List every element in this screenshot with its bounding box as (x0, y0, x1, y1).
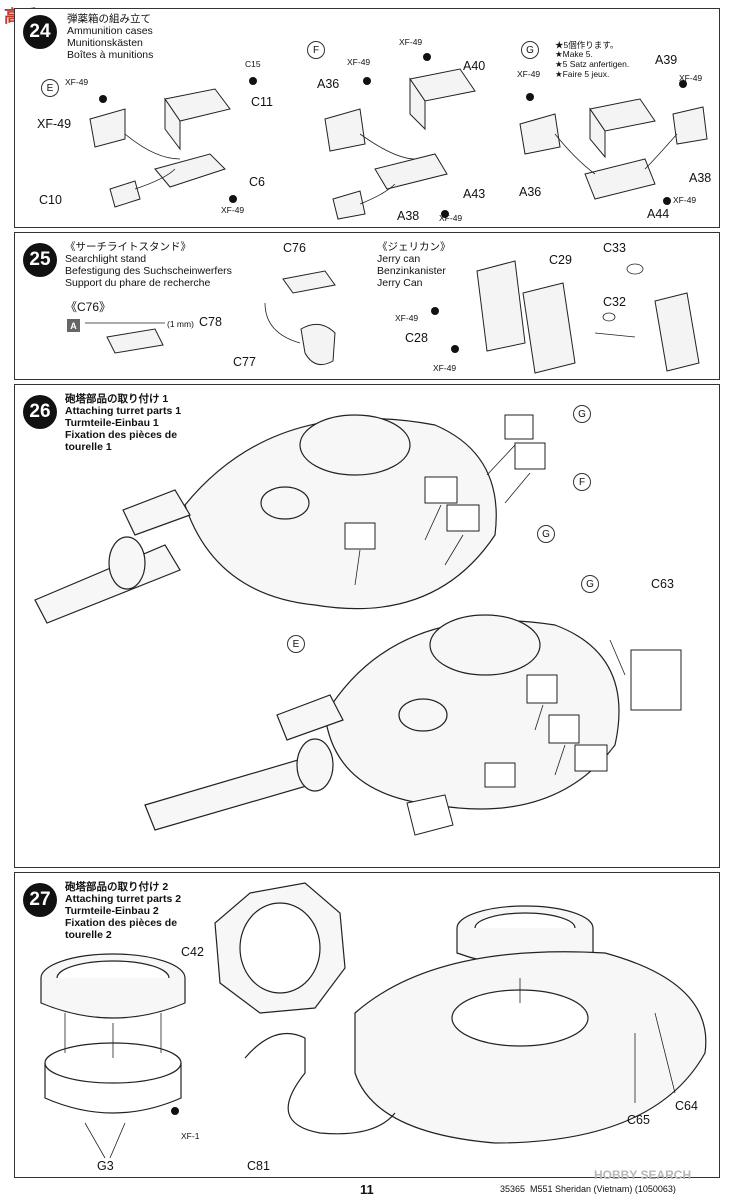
step-26-title-fr: Fixation des pièces de (65, 429, 178, 441)
part-label: C77 (233, 355, 256, 369)
paint-label: XF-49 (439, 213, 463, 223)
part-label: A39 (655, 53, 678, 67)
note-line: ★5 Satz anfertigen. (555, 59, 630, 69)
jerry-can-title-jp: 《ジェリカン》 (377, 241, 451, 253)
part-label: C10 (39, 193, 62, 207)
part-label: C32 (603, 295, 626, 309)
part-label: C65 (627, 1113, 650, 1127)
step-24-title-en: Ammunition cases (67, 25, 153, 37)
step-27-title-en: Attaching turret parts 2 (65, 893, 182, 905)
paint-label: XF-49 (673, 195, 697, 205)
part-label: C11 (251, 95, 274, 109)
step-26-title-fr-2: tourelle 1 (65, 441, 112, 453)
part-label: C81 (247, 1159, 270, 1173)
paint-label: XF-1 (181, 1131, 200, 1141)
part-label: A40 (463, 59, 486, 73)
step-26-title-jp: 砲塔部品の取り付け 1 (65, 393, 169, 405)
note-line: ★5個作ります。 (555, 40, 619, 50)
part-label: C6 (249, 175, 265, 189)
paint-label: XF-49 (517, 69, 541, 79)
part-label: A43 (463, 187, 486, 201)
paint-label: XF-49 (221, 205, 245, 215)
step-27-panel: 27 砲塔部品の取り付け 2 Attaching turret parts 2 … (14, 872, 720, 1178)
sub-assembly-tag-f: F (307, 41, 325, 59)
sub-assembly-tag-g: G (521, 41, 539, 59)
part-label: C28 (405, 331, 428, 345)
part-label: C64 (675, 1099, 698, 1113)
paint-label: XF-49 (399, 37, 423, 47)
part-label: A38 (397, 209, 420, 223)
note-line: ★Faire 5 jeux. (555, 69, 610, 79)
paint-label: XF-49 (395, 313, 419, 323)
step-24-title-jp: 弾薬箱の組み立て (67, 13, 151, 25)
part-label: A44 (647, 207, 670, 221)
step-25-title-en: Searchlight stand (65, 253, 147, 265)
paint-label: XF-49 (679, 73, 703, 83)
paint-label: C15 (245, 59, 261, 69)
sub-assembly-tag-e: E (41, 79, 59, 97)
part-label: A36 (519, 185, 542, 199)
step-24-title-de: Munitionskästen (67, 37, 143, 49)
page-number: 11 (360, 1182, 374, 1197)
paint-label: XF-49 (65, 77, 89, 87)
step-27-drawing (40, 882, 707, 1159)
sub-assembly-tag-g: G (573, 405, 591, 423)
part-label: C29 (549, 253, 572, 267)
step-26-title-de: Turmteile-Einbau 1 (65, 417, 159, 429)
jerry-can-title-fr: Jerry Can (377, 277, 423, 289)
step-24-drawing (89, 53, 708, 220)
step-26-number: 26 (23, 395, 57, 429)
part-label: XF-49 (37, 117, 72, 131)
step-25-panel: 25 《サーチライトスタンド》 Searchlight stand Befest… (14, 232, 720, 380)
product-name: M551 Sheridan (Vietnam) (1050063) (530, 1184, 676, 1194)
step-25-drawing (85, 260, 700, 374)
product-code: 35365 (500, 1184, 526, 1194)
step-27-title-de: Turmteile-Einbau 2 (65, 905, 159, 917)
tool-tag-a: A (67, 319, 80, 332)
step-27-title-jp: 砲塔部品の取り付け 2 (65, 881, 169, 893)
part-label: C78 (199, 315, 222, 329)
sub-assembly-tag-g: G (537, 525, 555, 543)
part-label: A38 (689, 171, 712, 185)
sub-assembly-tag-e: E (287, 635, 305, 653)
step-25-number: 25 (23, 243, 57, 277)
step-27-title-fr: Fixation des pièces de (65, 917, 178, 929)
step-24-panel: 24 弾薬箱の組み立て Ammunition cases Munitionskä… (14, 8, 720, 228)
part-label: A36 (317, 77, 340, 91)
drill-size-note: (1 mm) (167, 319, 194, 329)
part-label: C76 (283, 241, 306, 255)
note-line: ★Make 5. (555, 49, 593, 59)
sub-assembly-tag-f: F (573, 473, 591, 491)
step-26-drawing (34, 414, 682, 836)
step-27-title-fr-2: tourelle 2 (65, 929, 112, 941)
sub-assembly-tag-g: G (581, 575, 599, 593)
step-24-title-fr: Boîtes à munitions (67, 49, 154, 61)
step-27-number: 27 (23, 883, 57, 917)
step-25-title-jp: 《サーチライトスタンド》 (65, 241, 191, 253)
paint-label: XF-49 (433, 363, 457, 373)
watermark: HOBBY SEARCH (594, 1168, 692, 1182)
step-24-number: 24 (23, 15, 57, 49)
jerry-can-title-en: Jerry can (377, 253, 421, 265)
step-26-title-en: Attaching turret parts 1 (65, 405, 182, 417)
c76-heading: 《C76》 (65, 300, 112, 314)
jerry-can-title-de: Benzinkanister (377, 265, 446, 277)
step-26-panel: 26 砲塔部品の取り付け 1 Attaching turret parts 1 … (14, 384, 720, 868)
step-25-title-fr: Support du phare de recherche (65, 277, 211, 289)
step-25-title-de: Befestigung des Suchscheinwerfers (65, 265, 232, 277)
part-label: C33 (603, 241, 626, 255)
part-label: G3 (97, 1159, 114, 1173)
paint-label: XF-49 (347, 57, 371, 67)
part-label: C63 (651, 577, 674, 591)
part-label: C42 (181, 945, 204, 959)
